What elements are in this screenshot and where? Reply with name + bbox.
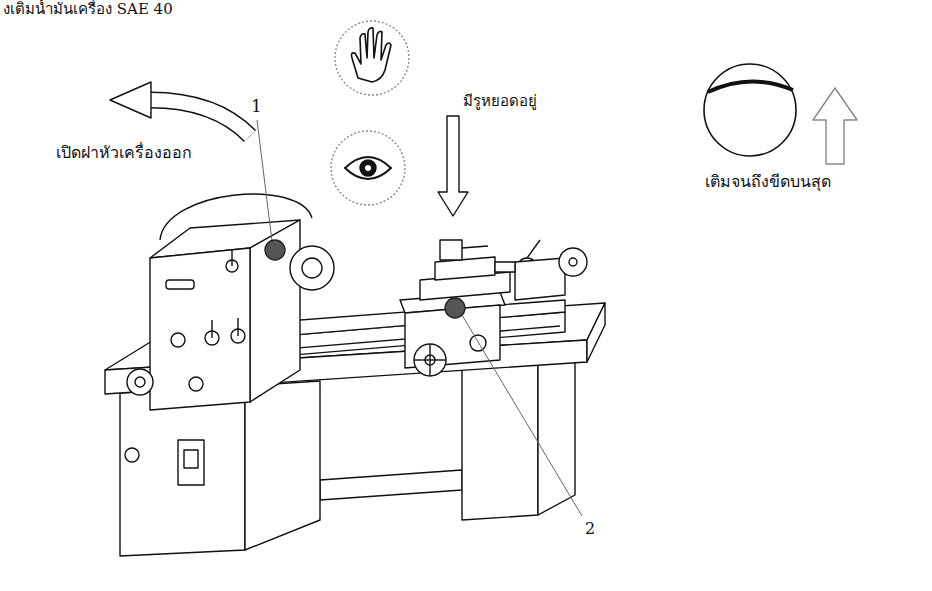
open-cover-arrow — [110, 82, 151, 118]
oil-points — [462, 315, 582, 516]
headstock — [231, 250, 232, 266]
open-cover-arrow — [150, 100, 250, 136]
eye-icon — [331, 131, 405, 205]
hand-icon — [335, 21, 409, 95]
carriage — [440, 240, 462, 260]
lathe-stand — [184, 450, 198, 468]
oil-points — [265, 240, 285, 260]
callout-number: 2 — [584, 519, 596, 539]
headstock — [250, 220, 300, 402]
headstock — [171, 333, 185, 347]
oil-points — [445, 298, 465, 318]
lathe-stand — [120, 386, 245, 556]
hand-icon — [335, 21, 409, 95]
headstock — [127, 194, 334, 410]
oil-points — [257, 120, 272, 241]
instruction-note: เปิดฝาหัวเครื่องออก — [55, 143, 193, 163]
oil-sight-glass — [813, 88, 857, 164]
hand-icon — [351, 28, 391, 82]
tailstock — [495, 262, 515, 272]
instruction-note: มีรูหยอดอยู่ — [462, 92, 538, 111]
open-cover-arrow — [110, 82, 250, 136]
headstock — [135, 377, 145, 387]
tailstock — [559, 248, 587, 276]
headstock — [189, 377, 203, 391]
oil-sight-glass — [704, 64, 796, 156]
lathe-stand — [462, 359, 538, 520]
headstock — [237, 318, 238, 336]
eye-icon — [331, 131, 405, 205]
callout-number: 1 — [250, 96, 263, 117]
carriage — [527, 240, 540, 258]
eye-icon — [345, 157, 391, 179]
headstock — [290, 246, 334, 290]
headstock — [150, 248, 250, 410]
oil-sight-glass — [704, 64, 857, 164]
eye-icon — [360, 160, 376, 176]
lathe-stand — [105, 303, 605, 556]
instruction-note: เติมจนถึงขีดบนสุด — [704, 172, 832, 192]
lathe-stand — [125, 448, 139, 462]
oil-hole-arrow — [438, 116, 468, 216]
lathe-stand — [320, 470, 462, 500]
headstock — [211, 320, 212, 338]
tailstock — [515, 258, 565, 300]
carriage — [462, 246, 488, 248]
tailstock — [495, 248, 587, 300]
page-title: งเติมน้ำมันเครื่อง SAE 40 — [2, 0, 174, 19]
headstock — [302, 258, 322, 278]
oil-sight-glass — [708, 81, 793, 92]
carriage — [414, 359, 446, 360]
open-cover-arrow — [150, 100, 250, 136]
eye-icon — [365, 165, 371, 171]
headstock — [127, 369, 153, 395]
lathe-stand — [587, 303, 605, 362]
carriage — [414, 344, 446, 376]
tailstock — [569, 258, 577, 266]
carriage — [400, 240, 540, 376]
oil-points — [257, 120, 582, 516]
carriage — [470, 335, 486, 351]
lathe-stand — [178, 440, 204, 485]
oil-hole-arrow — [438, 116, 468, 216]
lathe-stand — [245, 381, 320, 550]
lathe-stand — [538, 352, 575, 515]
headstock — [166, 280, 194, 289]
